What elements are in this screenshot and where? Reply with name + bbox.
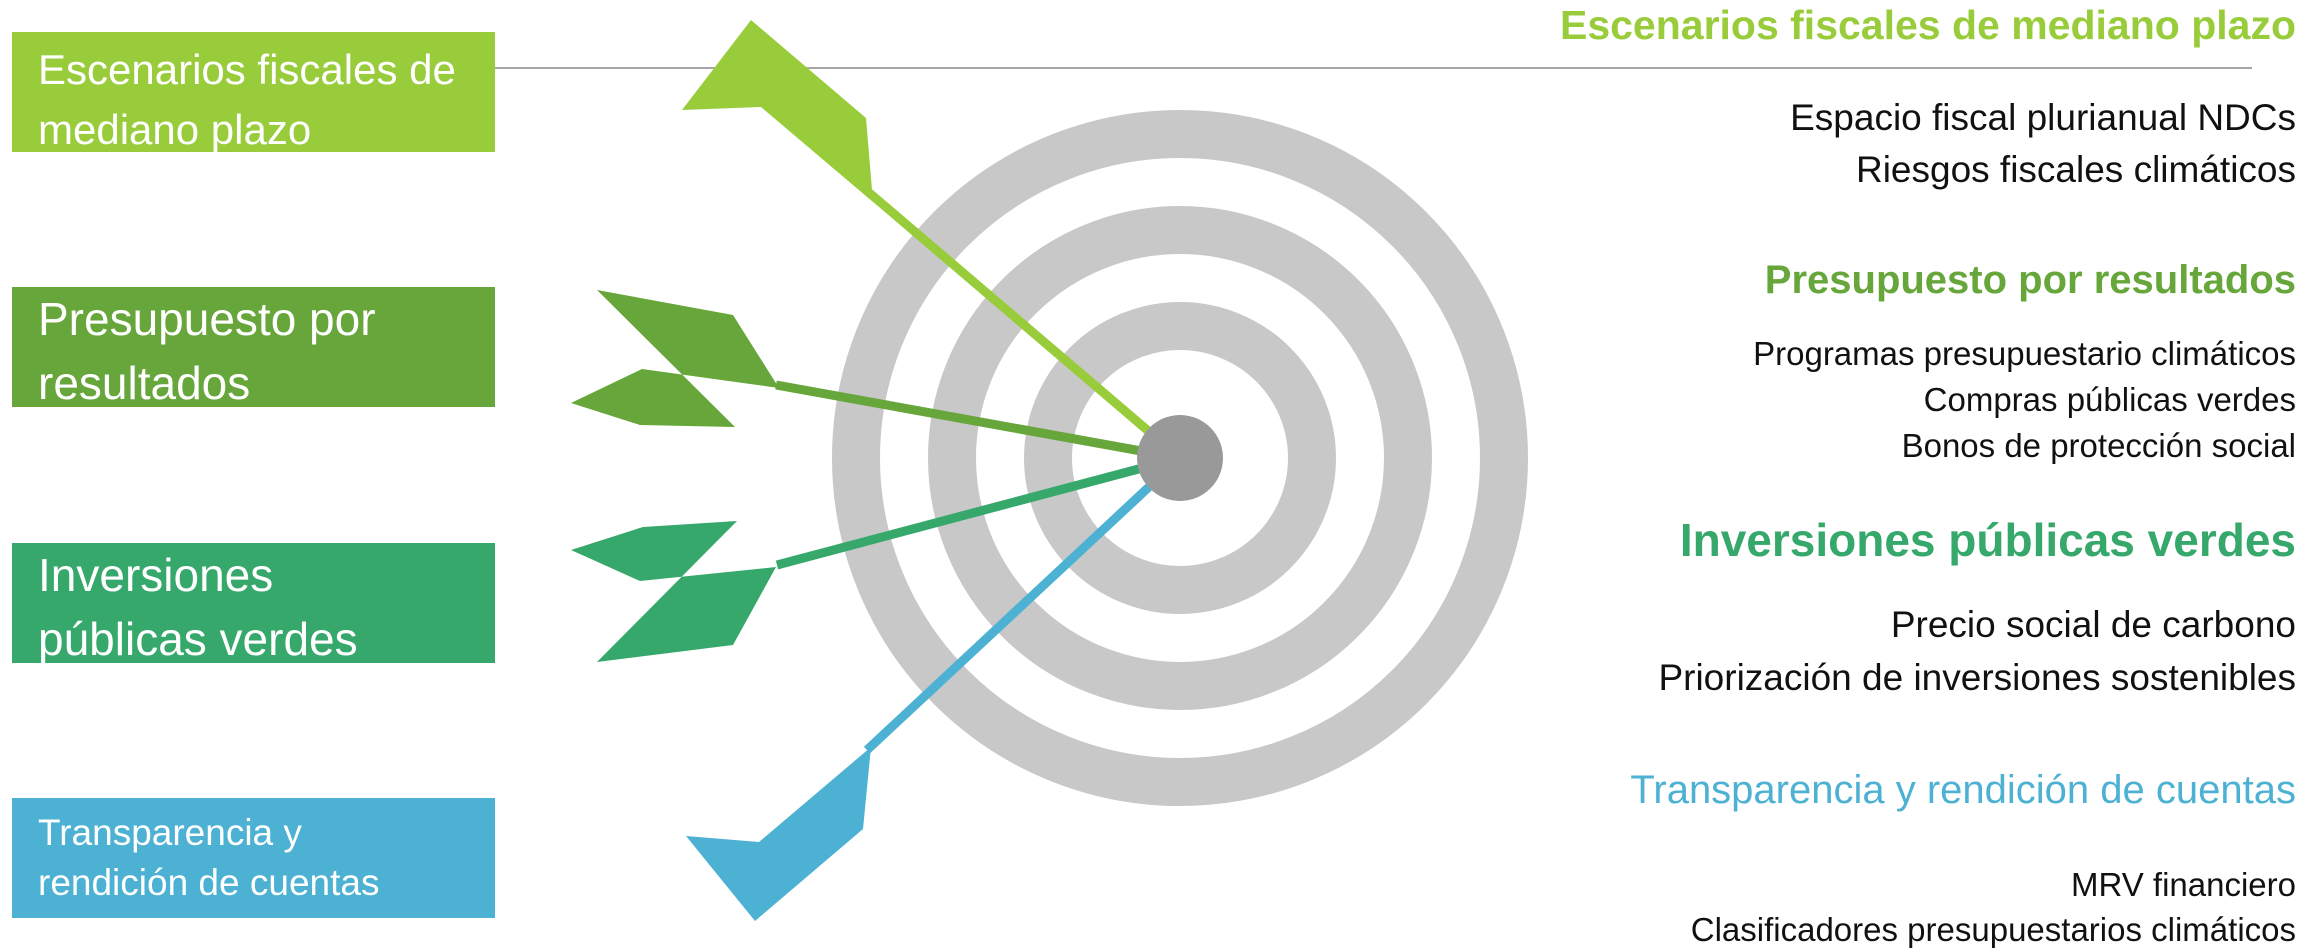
section-heading-escenarios: Escenarios fiscales de mediano plazo xyxy=(1559,2,2296,48)
list-item: Riesgos fiscales climáticos xyxy=(1855,149,2296,190)
arrow-4 xyxy=(686,454,1184,921)
left-box-line: públicas verdes xyxy=(38,613,358,665)
arrow-3 xyxy=(571,453,1182,662)
left-box-line: Inversiones xyxy=(38,549,274,601)
list-item: MRV financiero xyxy=(2071,866,2296,903)
left-box-line: rendición de cuentas xyxy=(38,862,380,903)
left-box-line: Presupuesto por xyxy=(38,293,376,345)
list-item: Clasificadores presupuestarios climático… xyxy=(1690,911,2296,948)
section-list-presupuesto: Programas presupuestario climáticos Comp… xyxy=(1753,331,2296,469)
target-ring-3 xyxy=(1024,302,1336,614)
left-box-line: Escenarios fiscales de xyxy=(38,46,456,93)
list-item: Espacio fiscal plurianual NDCs xyxy=(1790,97,2296,138)
list-item: Programas presupuestario climáticos xyxy=(1753,335,2296,372)
left-box-line: Transparencia y xyxy=(38,812,302,853)
arrow-4-fletching xyxy=(686,747,871,921)
arrow-3-fletching xyxy=(571,521,776,662)
section-list-transparencia: MRV financiero Clasificadores presupuest… xyxy=(1691,862,2296,952)
bullseye xyxy=(1137,415,1223,501)
target-ring-2 xyxy=(928,206,1432,710)
left-box-escenarios: Escenarios fiscales de mediano plazo xyxy=(12,32,495,153)
left-box-line: mediano plazo xyxy=(38,106,312,153)
section-list-escenarios: Espacio fiscal plurianual NDCs Riesgos f… xyxy=(1790,92,2296,196)
target-ring-1 xyxy=(832,110,1528,806)
arrow-1 xyxy=(682,20,1183,462)
section-heading-inversiones: Inversiones públicas verdes xyxy=(1679,514,2296,566)
list-item: Priorización de inversiones sostenibles xyxy=(1658,657,2296,698)
left-box-inversiones: Inversiones públicas verdes xyxy=(12,543,495,665)
arrow-2-fletching xyxy=(571,290,779,427)
left-box-presupuesto: Presupuesto por resultados xyxy=(12,287,495,409)
arrow-1-fletching xyxy=(682,20,873,202)
list-item: Precio social de carbono xyxy=(1890,604,2296,645)
section-heading-presupuesto: Presupuesto por resultados xyxy=(1764,258,2296,302)
left-box-transparencia: Transparencia y rendición de cuentas xyxy=(12,798,495,918)
target-rings xyxy=(832,110,1528,806)
list-item: Compras públicas verdes xyxy=(1923,381,2296,418)
arrow-2 xyxy=(571,290,1181,463)
left-box-line: resultados xyxy=(38,357,251,409)
section-list-inversiones: Precio social de carbono Priorización de… xyxy=(1658,598,2296,704)
section-heading-transparencia: Transparencia y rendición de cuentas xyxy=(1630,768,2296,812)
list-item: Bonos de protección social xyxy=(1901,427,2296,464)
